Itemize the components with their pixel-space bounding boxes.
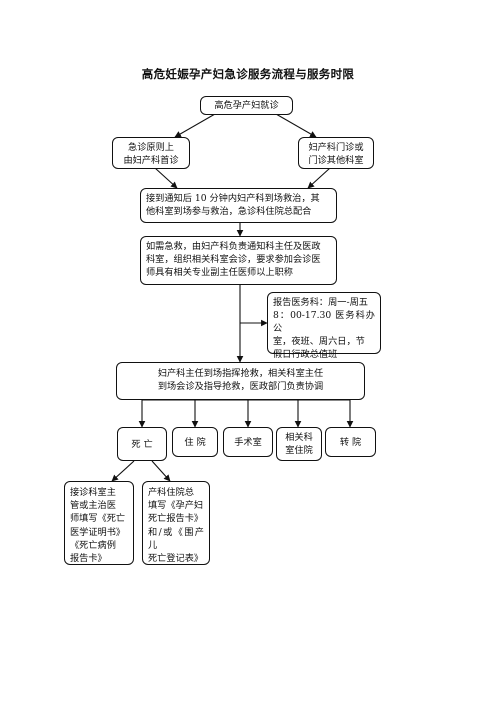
death-node: 死 亡 <box>117 427 167 461</box>
consult-node: 如需急救，由妇产科负责通知科主任及医政 科室，组织相关科室会诊，要求参加会诊医 … <box>140 236 337 285</box>
report-node: 报告医务科：周一-周五 8：00-17.30 医务科办公 室，夜班、周六日，节 … <box>267 292 381 360</box>
left-entry-node: 急诊原则上 由妇产科首诊 <box>112 137 190 169</box>
maternal-death-report-node: 产科住院总 填写《孕产妇 死亡报告卡》 和/或《围产儿 死亡登记表》 <box>142 481 210 565</box>
start-node: 高危孕产妇就诊 <box>200 96 293 115</box>
right-entry-node: 妇产科门诊或 门诊其他科室 <box>298 137 374 169</box>
related-dept-node: 相关科 室住院 <box>276 427 322 461</box>
director-node: 妇产科主任到场指挥抢救，相关科室主任 到场会诊及指导抢救，医政部门负责协调 <box>116 362 365 400</box>
transfer-node: 转 院 <box>325 427 376 457</box>
page-title: 高危妊娠孕产妇急诊服务流程与服务时限 <box>141 67 355 81</box>
hospitalize-node: 住 院 <box>172 427 218 457</box>
notify-node: 接到通知后 10 分钟内妇产科到场救治，其 他科室到场参与救治，急诊科住院总配合 <box>140 188 337 223</box>
operating-room-node: 手术室 <box>223 427 273 457</box>
death-certificate-node: 接诊科室主 管或主治医 师填写《死亡 医学证明书》 《死亡病例 报告卡》 <box>64 481 134 565</box>
